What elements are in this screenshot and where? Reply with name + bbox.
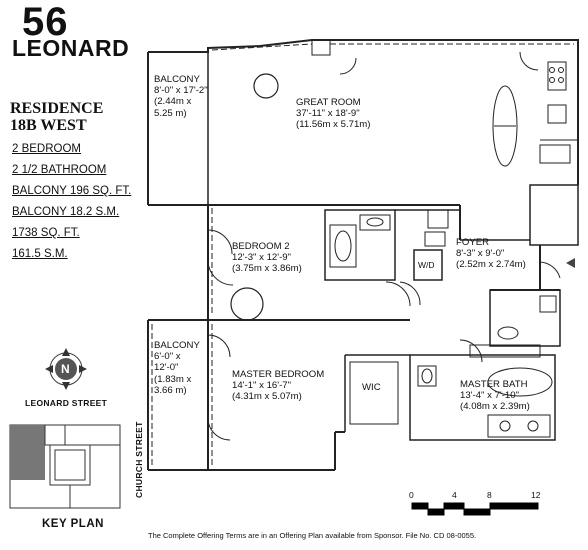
key-plan-label: KEY PLAN [42, 518, 104, 530]
room-wd: W/D [418, 260, 435, 270]
scale-label-12: 12 [531, 490, 541, 500]
compass-north-label: N [61, 362, 70, 376]
residence-unit: 18B WEST [10, 117, 87, 134]
stat-area-sm: 161.5 S.M. [12, 248, 68, 260]
street-leonard: LEONARD STREET [25, 398, 108, 408]
footer-disclaimer: The Complete Offering Terms are in an Of… [148, 531, 477, 540]
room-wic: WIC [362, 382, 381, 393]
stat-bathrooms: 2 1/2 BATHROOM [12, 164, 107, 176]
stat-area-sqft: 1738 SQ. FT. [12, 227, 80, 239]
scale-label-8: 8 [487, 490, 492, 500]
residence-title: RESIDENCE [10, 100, 104, 117]
stat-bedrooms: 2 BEDROOM [12, 143, 82, 155]
street-church: CHURCH STREET [134, 421, 144, 498]
brand-number: 56 [22, 0, 69, 44]
scale-label-0: 0 [409, 490, 414, 500]
brand-name: LEONARD [12, 35, 130, 61]
scale-label-4: 4 [452, 490, 457, 500]
stat-balcony-sm: BALCONY 18.2 S.M. [12, 206, 120, 218]
stat-balcony-sqft: BALCONY 196 SQ. FT. [12, 185, 132, 197]
